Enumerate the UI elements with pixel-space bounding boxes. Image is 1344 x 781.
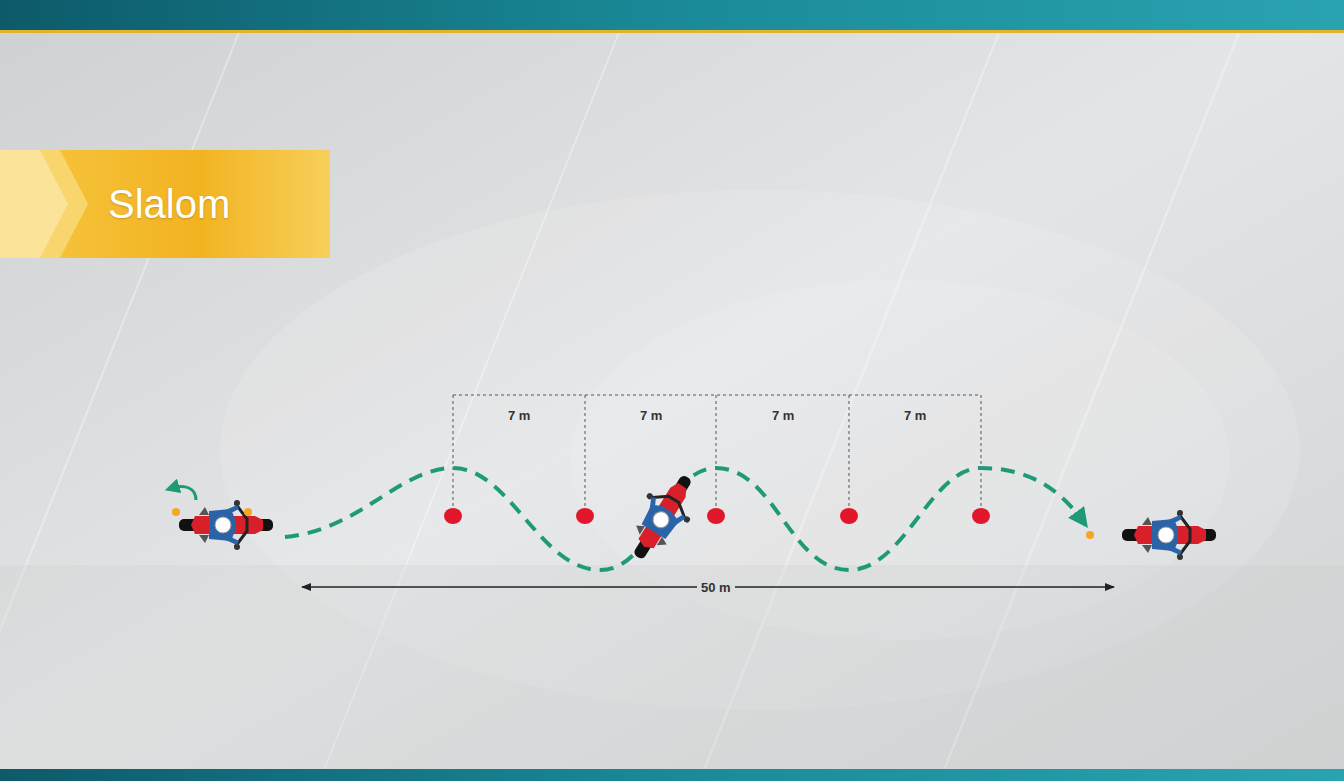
dimension-label: 50 m xyxy=(697,580,735,595)
dimension-label: 7 m xyxy=(900,408,930,423)
title-tab: Slalom xyxy=(0,150,330,258)
tab-chevron xyxy=(0,150,90,258)
title-text: Slalom xyxy=(108,182,230,227)
dimension-label: 7 m xyxy=(768,408,798,423)
dimension-label: 7 m xyxy=(504,408,534,423)
dimension-label: 7 m xyxy=(636,408,666,423)
